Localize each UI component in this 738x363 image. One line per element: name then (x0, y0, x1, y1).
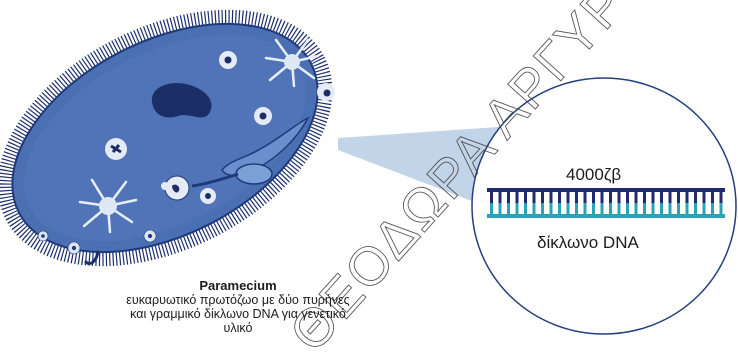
dna-rung-top (703, 192, 706, 203)
dna-rung-top (575, 192, 578, 203)
dna-rung-top (601, 192, 604, 203)
dna-rung-top (643, 192, 646, 203)
dna-rung-bottom (626, 203, 629, 214)
dna-size-label: 4000ζβ (566, 165, 621, 184)
dna-rung-top (720, 192, 723, 203)
dna-rung-bottom (686, 203, 689, 214)
dna-rung-bottom (601, 203, 604, 214)
dna-rung-top (516, 192, 519, 203)
dna-type-label: δίκλωνο DNA (537, 233, 639, 252)
dna-rung-bottom (643, 203, 646, 214)
dna-rung-bottom (490, 203, 493, 214)
dna-rung-bottom (652, 203, 655, 214)
dna-rung-top (711, 192, 714, 203)
dna-rung-top (584, 192, 587, 203)
dna-rung-top (592, 192, 595, 203)
dna-rung-top (677, 192, 680, 203)
dna-rung-bottom (516, 203, 519, 214)
organism-name: Paramecium (118, 278, 358, 293)
dna-rung-top (694, 192, 697, 203)
cytostome (236, 164, 272, 184)
dna-rung-top (609, 192, 612, 203)
dna-rung-top (567, 192, 570, 203)
dna-rung-top (660, 192, 663, 203)
dna-rung-top (524, 192, 527, 203)
dna-rung-bottom (584, 203, 587, 214)
dna-rung-bottom (711, 203, 714, 214)
organism-description: ευκαρυωτικό πρωτόζωο με δύο πυρήνες και … (118, 293, 358, 335)
dna-rung-bottom (669, 203, 672, 214)
dna-rung-bottom (524, 203, 527, 214)
dna-rung-top (499, 192, 502, 203)
dna-rung-top (490, 192, 493, 203)
dna-rung-bottom (703, 203, 706, 214)
dna-rung-top (669, 192, 672, 203)
dna-rung-top (652, 192, 655, 203)
dna-rung-top (550, 192, 553, 203)
organism-caption: Paramecium ευκαρυωτικό πρωτόζωο με δύο π… (118, 278, 358, 335)
dna-rung-bottom (550, 203, 553, 214)
dna-rung-top (533, 192, 536, 203)
dna-rung-top (626, 192, 629, 203)
dna-rung-bottom (694, 203, 697, 214)
dna-rung-bottom (507, 203, 510, 214)
dna-rung-bottom (541, 203, 544, 214)
dna-rung-bottom (575, 203, 578, 214)
dna-rung-bottom (618, 203, 621, 214)
dna-rung-bottom (558, 203, 561, 214)
dna-rung-top (618, 192, 621, 203)
dna-rung-top (507, 192, 510, 203)
dna-rung-top (686, 192, 689, 203)
dna-rung-top (558, 192, 561, 203)
dna-rung-bottom (635, 203, 638, 214)
dna-rung-bottom (592, 203, 595, 214)
dna-rung-bottom (499, 203, 502, 214)
dna-rung-bottom (567, 203, 570, 214)
dna-rung-top (541, 192, 544, 203)
dna-rung-bottom (533, 203, 536, 214)
dna-rung-bottom (609, 203, 612, 214)
dna-rung-top (635, 192, 638, 203)
dna-rung-bottom (660, 203, 663, 214)
dna-rung-bottom (720, 203, 723, 214)
dna-rung-bottom (677, 203, 680, 214)
